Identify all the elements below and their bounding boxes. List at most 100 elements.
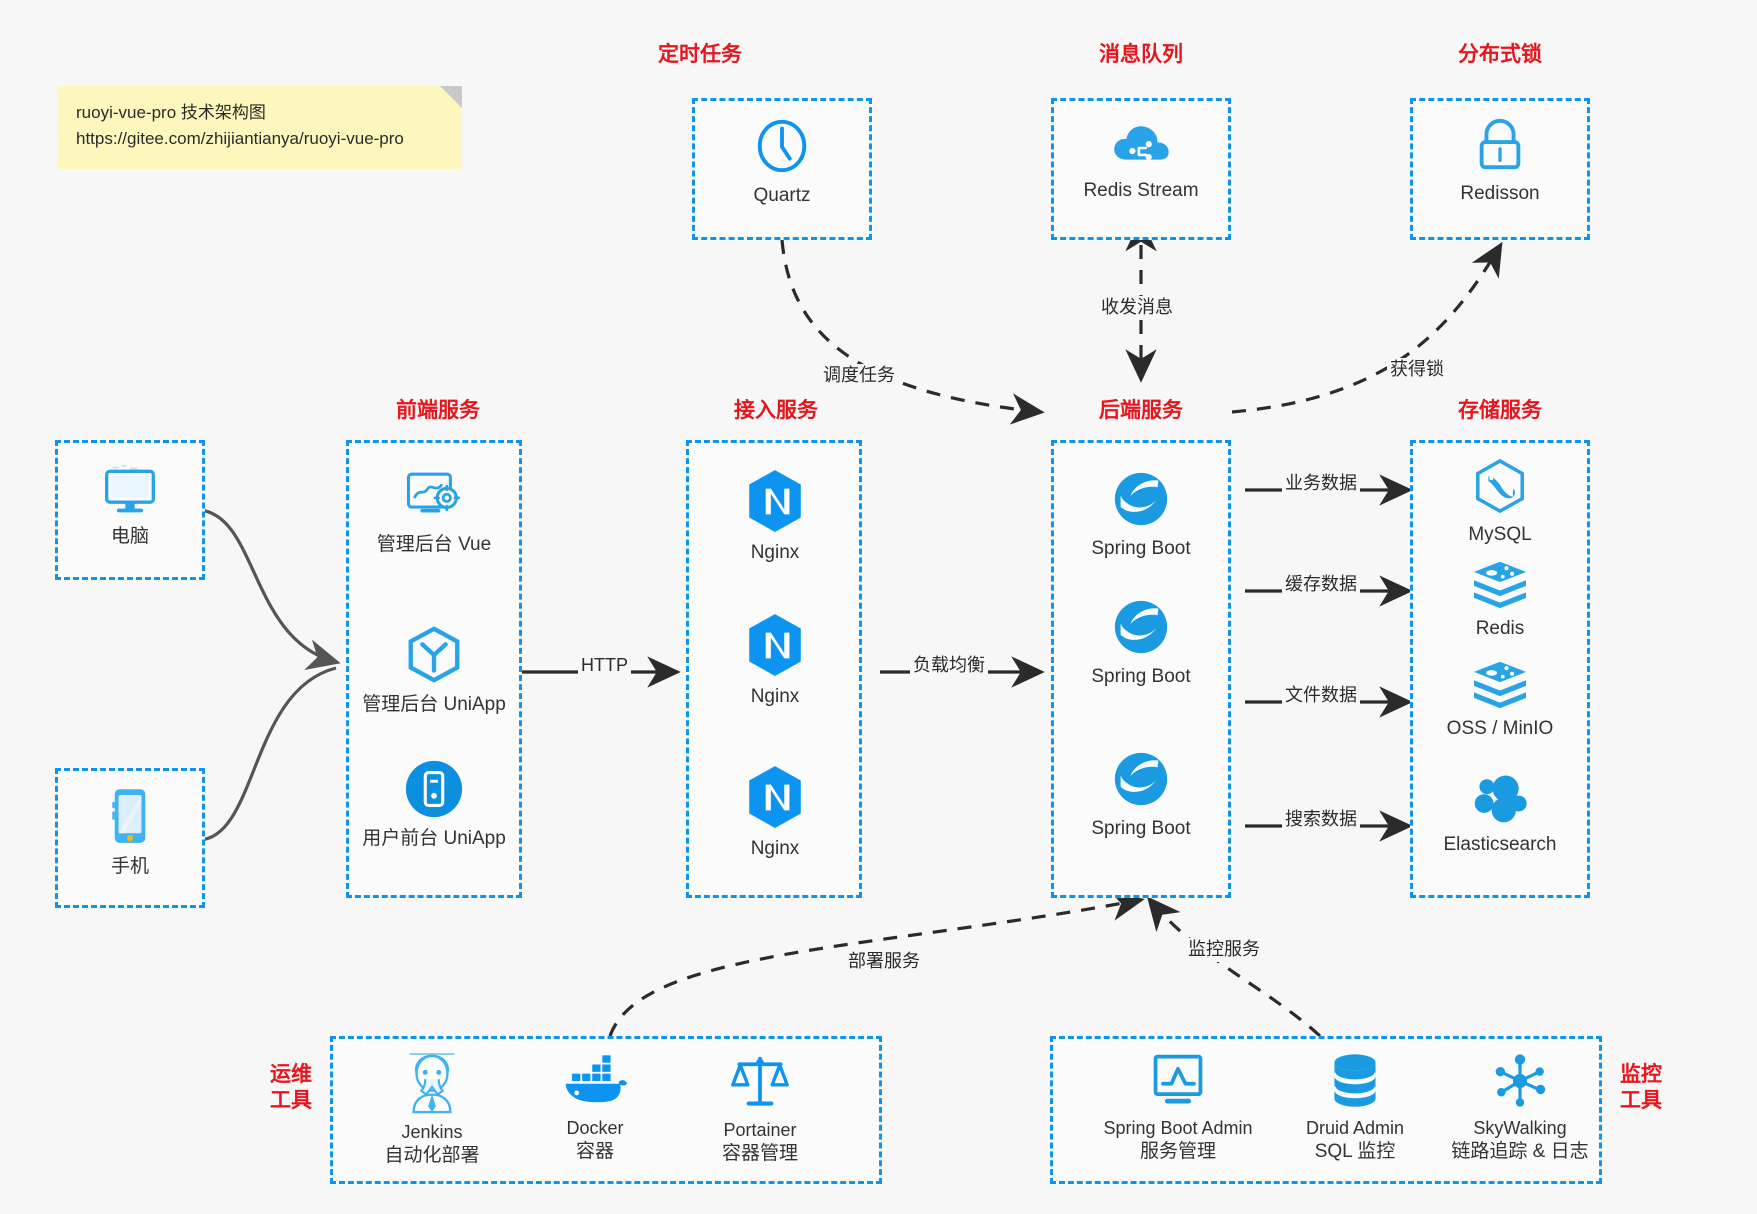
node-label: 管理后台 UniApp (362, 694, 506, 715)
nginx-icon (749, 614, 801, 676)
database-stack-icon (1333, 1054, 1377, 1107)
node-docker[interactable]: Docker 容器 (515, 1052, 675, 1165)
redis-icon (1474, 661, 1526, 709)
note-title: ruoyi-vue-pro 技术架构图 (76, 103, 266, 122)
node-label: Nginx (750, 838, 800, 859)
spring-boot-icon (1114, 600, 1168, 654)
group-monitor (1050, 1036, 1602, 1184)
node-label: Nginx (750, 686, 800, 707)
nginx-icon (749, 470, 801, 532)
node-spring-boot-3[interactable]: Spring Boot (1066, 748, 1216, 842)
elasticsearch-icon (1474, 775, 1527, 823)
node-label: 手机 (110, 856, 149, 877)
node-sublabel: 容器管理 (721, 1143, 798, 1165)
edge-label-deploy-service: 部署服务 (845, 950, 923, 974)
node-spring-boot-2[interactable]: Spring Boot (1066, 596, 1216, 690)
node-redis-stream[interactable]: Redis Stream (1071, 118, 1211, 204)
group-title-devops-line1: 运维 (270, 1063, 312, 1086)
node-skywalking[interactable]: SkyWalking 链路追踪 & 日志 (1435, 1052, 1605, 1165)
skywalking-node-icon (1495, 1054, 1546, 1107)
node-oss-minio[interactable]: OSS / MinIO (1425, 658, 1575, 742)
node-sublabel: SQL 监控 (1314, 1141, 1396, 1163)
edge-label-load-balance: 负载均衡 (910, 654, 988, 678)
node-label: Portainer (723, 1120, 797, 1140)
group-title-distributed-lock: 分布式锁 (1458, 43, 1542, 66)
node-label: Nginx (750, 542, 800, 563)
group-title-monitor-line1: 监控 (1620, 1063, 1662, 1086)
mobile-phone-icon (112, 789, 146, 843)
note-url: https://gitee.com/zhijiantianya/ruoyi-vu… (76, 129, 404, 149)
dashboard-gear-icon (406, 472, 460, 513)
node-admin-vue[interactable]: 管理后台 Vue (358, 468, 510, 558)
node-label: OSS / MinIO (1446, 718, 1554, 739)
node-druid-admin[interactable]: Druid Admin SQL 监控 (1275, 1052, 1435, 1165)
node-nginx-3[interactable]: Nginx (700, 764, 850, 862)
node-label: Spring Boot Admin (1103, 1118, 1253, 1138)
node-jenkins[interactable]: Jenkins 自动化部署 (352, 1052, 512, 1169)
node-label: 用户前台 UniApp (362, 828, 506, 849)
node-redis[interactable]: Redis (1425, 558, 1575, 642)
edge-label-business-data: 业务数据 (1282, 472, 1360, 496)
edge-label-send-receive-message: 收发消息 (1098, 296, 1176, 320)
node-portainer[interactable]: Portainer 容器管理 (680, 1052, 840, 1167)
node-label: MySQL (1468, 524, 1532, 545)
node-label: Quartz (753, 185, 811, 206)
node-nginx-1[interactable]: Nginx (700, 468, 850, 566)
group-title-scheduler: 定时任务 (658, 43, 742, 66)
node-admin-uniapp[interactable]: 管理后台 UniApp (358, 624, 510, 718)
node-label: Redis (1475, 618, 1525, 639)
wire-mobile-to-frontend (199, 666, 337, 842)
node-quartz[interactable]: Quartz (712, 115, 852, 209)
cube-y-icon (408, 626, 460, 683)
jenkins-butler-icon (409, 1053, 455, 1114)
node-label: Spring Boot (1091, 538, 1191, 559)
node-label: Elasticsearch (1443, 834, 1557, 855)
wire-acquire-lock (1231, 241, 1503, 414)
node-desktop[interactable]: 电脑 (70, 462, 190, 550)
node-label: SkyWalking (1473, 1118, 1567, 1138)
node-label: 电脑 (110, 526, 149, 547)
spring-boot-icon (1114, 752, 1168, 806)
group-message-queue (1051, 98, 1231, 240)
edge-label-acquire-lock: 获得锁 (1387, 358, 1447, 382)
node-sublabel: 自动化部署 (384, 1145, 480, 1167)
node-spring-boot-admin[interactable]: Spring Boot Admin 服务管理 (1078, 1052, 1278, 1165)
node-label: Redis Stream (1083, 180, 1199, 201)
edge-label-http: HTTP (578, 654, 631, 678)
node-label: Spring Boot (1091, 818, 1191, 839)
node-redisson[interactable]: Redisson (1430, 115, 1570, 207)
group-title-frontend: 前端服务 (396, 399, 480, 422)
node-label: Druid Admin (1305, 1118, 1405, 1138)
node-user-uniapp[interactable]: 用户前台 UniApp (358, 758, 510, 852)
note-fold-corner (440, 86, 462, 108)
edge-label-search-data: 搜索数据 (1282, 808, 1360, 832)
group-title-gateway: 接入服务 (734, 399, 818, 422)
edge-label-cache-data: 缓存数据 (1282, 573, 1360, 597)
docker-whale-icon (565, 1055, 628, 1103)
redis-icon (1474, 561, 1526, 609)
scales-icon (731, 1056, 789, 1106)
node-spring-boot-1[interactable]: Spring Boot (1066, 468, 1216, 562)
node-sublabel: 链路追踪 & 日志 (1451, 1141, 1589, 1163)
node-sublabel: 服务管理 (1139, 1141, 1216, 1163)
node-mobile[interactable]: 手机 (70, 786, 190, 880)
cloud-stream-icon (1114, 126, 1169, 161)
lock-icon (1479, 118, 1521, 170)
group-title-monitor-line2: 工具 (1620, 1088, 1662, 1112)
mobile-app-icon (405, 760, 463, 818)
edge-label-monitor-service: 监控服务 (1185, 938, 1263, 962)
group-title-devops: 运维 工具 (260, 1062, 322, 1113)
node-label: Spring Boot (1091, 666, 1191, 687)
wire-monitor-service (1146, 896, 1322, 1038)
node-mysql[interactable]: MySQL (1425, 458, 1575, 548)
group-title-monitor: 监控 工具 (1610, 1062, 1672, 1113)
node-nginx-2[interactable]: Nginx (700, 612, 850, 710)
monitor-chart-icon (1153, 1054, 1203, 1104)
node-elasticsearch[interactable]: Elasticsearch (1425, 768, 1575, 858)
node-label: 管理后台 Vue (376, 534, 492, 555)
node-sublabel: 容器 (575, 1141, 614, 1163)
group-title-message-queue: 消息队列 (1099, 43, 1183, 66)
group-title-backend: 后端服务 (1099, 399, 1183, 422)
edge-label-schedule-task: 调度任务 (820, 364, 898, 388)
